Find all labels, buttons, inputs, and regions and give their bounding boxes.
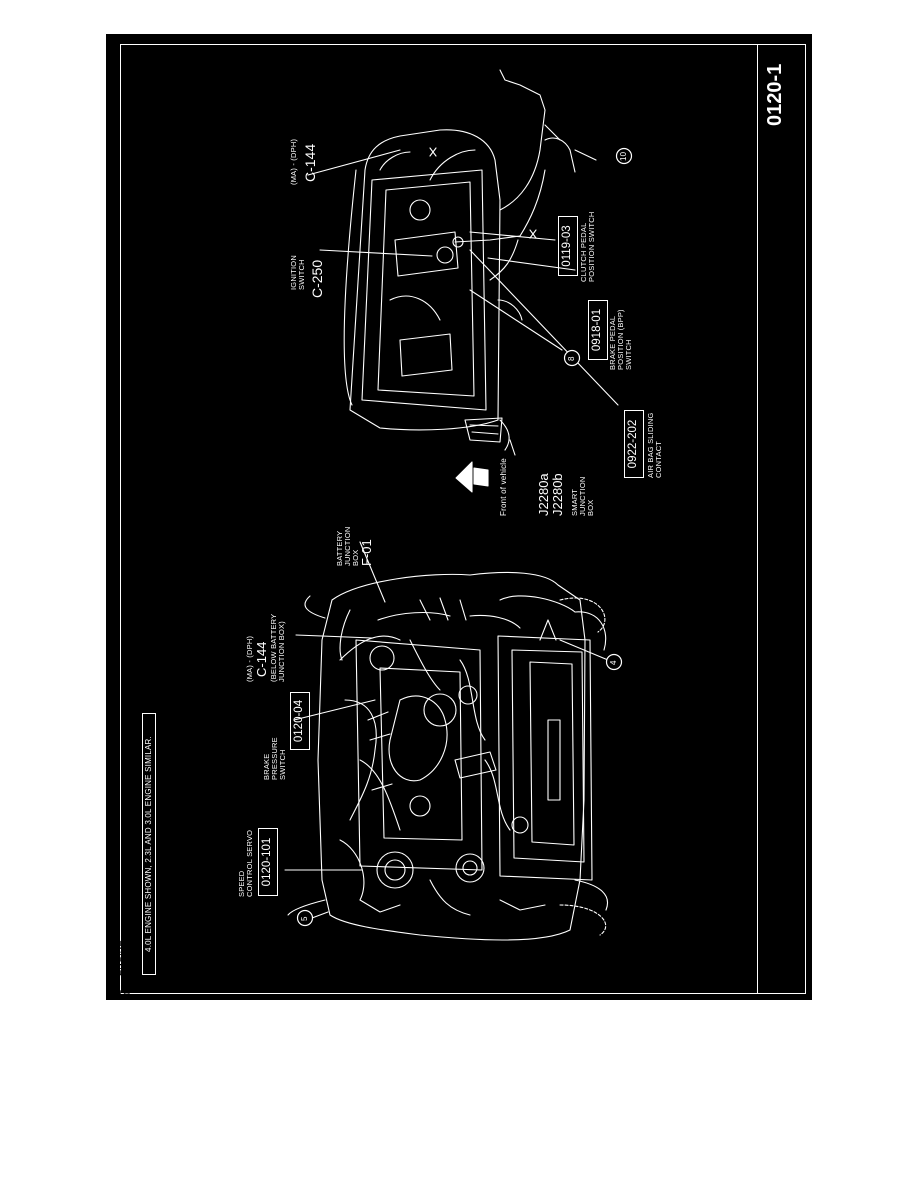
smart-junction-box-label: SMART JUNCTION BOX [570,476,595,516]
dash-circle-10: 10 [619,151,628,161]
c144-dash-qualifier: (MA) - (DPH) [289,138,298,185]
air-bag-sliding-contact-label: AIR BAG SLIDING CONTACT [646,412,663,478]
air-bag-sliding-contact-code: 0922-202 [624,410,644,478]
dash-drawing [307,69,619,456]
diagram-panel [106,34,812,1000]
clutch-pedal-switch-label: CLUTCH PEDAL POSITION SWITCH [579,211,596,283]
front-of-vehicle-label: Front of vehicle [499,458,508,516]
engine-bay-drawing [284,541,609,941]
smart-junction-box-ids: J2280a J2280b [536,473,565,516]
c144-dash-connector: C-144 [302,143,318,182]
engine-circle-5: 5 [300,916,309,921]
engine-circle-4: 4 [609,660,618,665]
page-code-strip [758,44,806,994]
ignition-switch-connector: C-250 [309,259,325,298]
bpp-switch-label: BRAKE PEDAL POSITION (BPP) SWITCH [608,309,633,370]
clutch-pedal-switch-code: 0119-03 [558,216,578,276]
front-of-vehicle-arrow [473,467,489,487]
diagram-frame [120,44,758,994]
bpp-switch-code: 0918-01 [588,300,608,360]
dash-circle-8: 8 [567,356,576,361]
ignition-switch-label: IGNITION SWITCH [289,255,306,290]
